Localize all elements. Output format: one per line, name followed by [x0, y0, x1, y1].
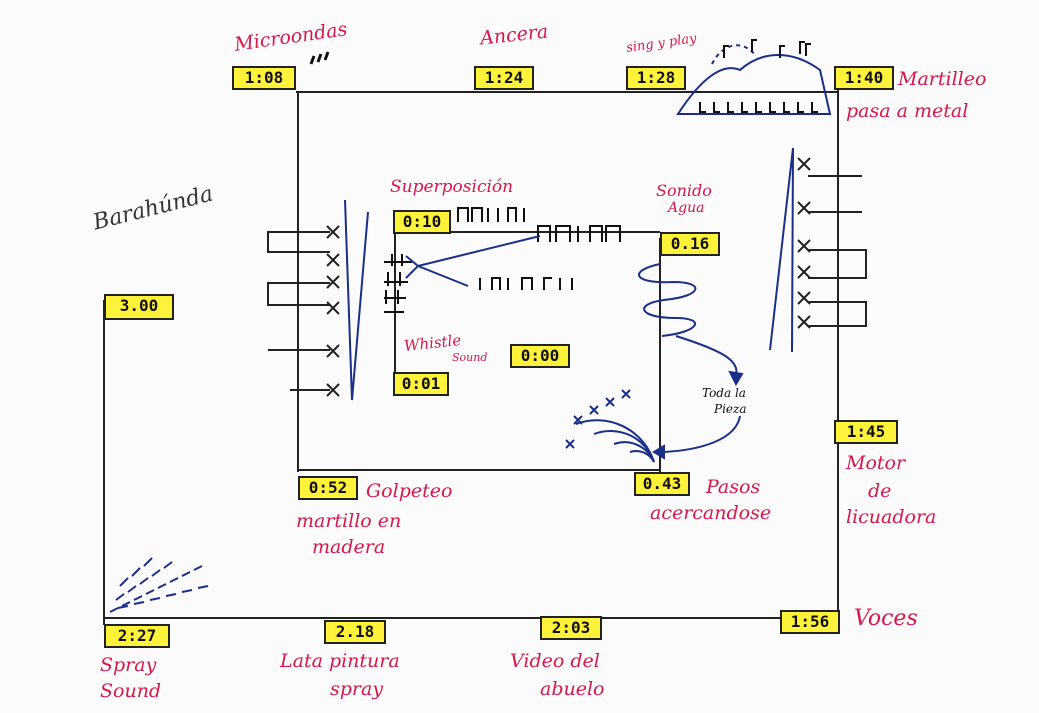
timestamp-tag: 1:45: [834, 420, 898, 444]
timestamp-tag: 0:52: [298, 476, 358, 500]
timestamp-tag: 1:24: [474, 66, 534, 90]
hill-ticks: [700, 40, 818, 112]
label-superposicion: Superposición: [390, 174, 513, 200]
timestamp-tag: 1:56: [780, 610, 840, 634]
label-martilleo: Martilleo: [898, 66, 986, 92]
label-lata-pintura: Lata pintura: [280, 648, 400, 674]
label-madera: madera: [312, 534, 385, 560]
label-sonido: Sonido: [656, 182, 712, 200]
timestamp-tag: 0:00: [510, 344, 570, 368]
label-acercandose: acercandose: [650, 500, 771, 526]
microondas-marks: [311, 52, 328, 64]
timestamp-tag: 2:03: [540, 616, 602, 640]
timestamp-tag: 3.00: [104, 294, 174, 320]
timestamp-tag: 1:08: [232, 66, 296, 90]
timestamp-tag: 2.18: [324, 620, 386, 644]
label-spray-lata: spray: [330, 676, 383, 702]
timestamp-tag: 0:01: [393, 372, 449, 396]
label-motor: Motor: [846, 450, 905, 476]
label-de: de: [868, 478, 891, 504]
label-toda-la: Toda la: [702, 386, 746, 400]
superposition-arrows: [406, 236, 540, 286]
label-video-del: Video del: [510, 648, 600, 674]
label-spray: Spray: [100, 652, 156, 678]
label-pieza: Pieza: [714, 402, 747, 416]
timestamp-tag: 2:27: [104, 624, 170, 648]
right-v-strokes: [770, 148, 793, 352]
timestamp-tag: 0:10: [393, 210, 451, 234]
water-coil: [639, 264, 742, 458]
right-x-pattern: [798, 158, 866, 328]
label-voces: Voces: [854, 606, 918, 632]
label-martillo-en: martillo en: [296, 508, 401, 534]
label-sound: Sound: [452, 350, 487, 365]
footsteps-arcs: [566, 390, 654, 462]
label-licuadora: licuadora: [846, 504, 936, 530]
label-pasos: Pasos: [706, 474, 760, 500]
label-sound: Sound: [100, 678, 161, 704]
label-agua: Agua: [668, 200, 704, 216]
timestamp-tag: 0.43: [634, 472, 690, 496]
timestamp-tag: 1:28: [626, 66, 686, 90]
spray-dashes: [110, 558, 208, 612]
left-x-pattern: [268, 226, 339, 396]
label-abuelo: abuelo: [540, 676, 605, 702]
left-v-strokes: [345, 200, 368, 400]
label-golpeteo: Golpeteo: [366, 478, 452, 504]
label-pasa-metal: pasa a metal: [846, 98, 968, 124]
timestamp-tag: 1:40: [834, 66, 894, 90]
timestamp-tag: 0.16: [660, 232, 720, 256]
